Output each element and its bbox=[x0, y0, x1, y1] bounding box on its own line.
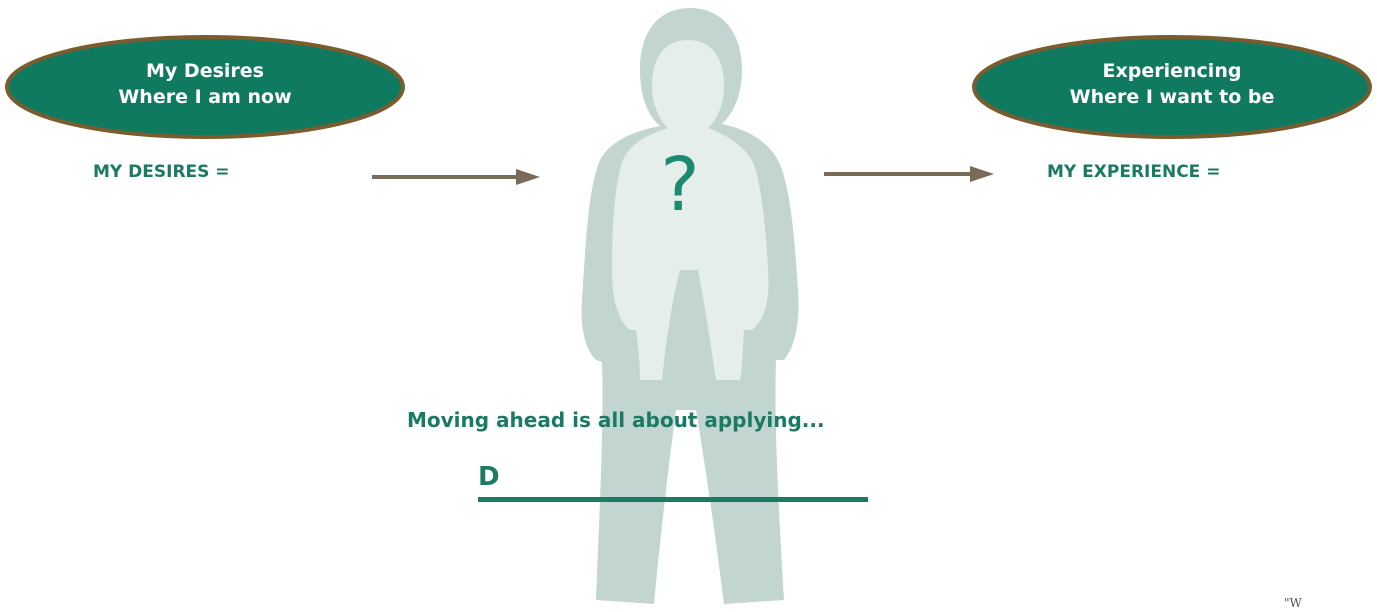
right-arrow bbox=[824, 166, 994, 182]
blank-underline bbox=[478, 497, 868, 502]
right-oval-subtitle: Where I want to be bbox=[1069, 86, 1275, 108]
left-oval-subtitle: Where I am now bbox=[118, 86, 292, 108]
experience-label: MY EXPERIENCE = bbox=[1047, 162, 1221, 182]
corner-mark: "W bbox=[1284, 596, 1302, 610]
right-oval-shape bbox=[972, 35, 1372, 139]
silhouette-inner bbox=[612, 40, 769, 380]
left-oval-shape bbox=[5, 35, 405, 139]
right-oval: Experiencing Where I want to be bbox=[1007, 58, 1337, 110]
desires-label: MY DESIRES = bbox=[93, 162, 230, 182]
left-oval: My Desires Where I am now bbox=[40, 58, 370, 110]
question-mark-icon: ? bbox=[660, 142, 700, 228]
tagline: Moving ahead is all about applying... bbox=[407, 408, 825, 432]
left-arrow bbox=[372, 169, 540, 185]
right-oval-title: Experiencing bbox=[1102, 60, 1242, 82]
left-oval-title: My Desires bbox=[146, 60, 264, 82]
blank-letter: D bbox=[478, 462, 500, 492]
